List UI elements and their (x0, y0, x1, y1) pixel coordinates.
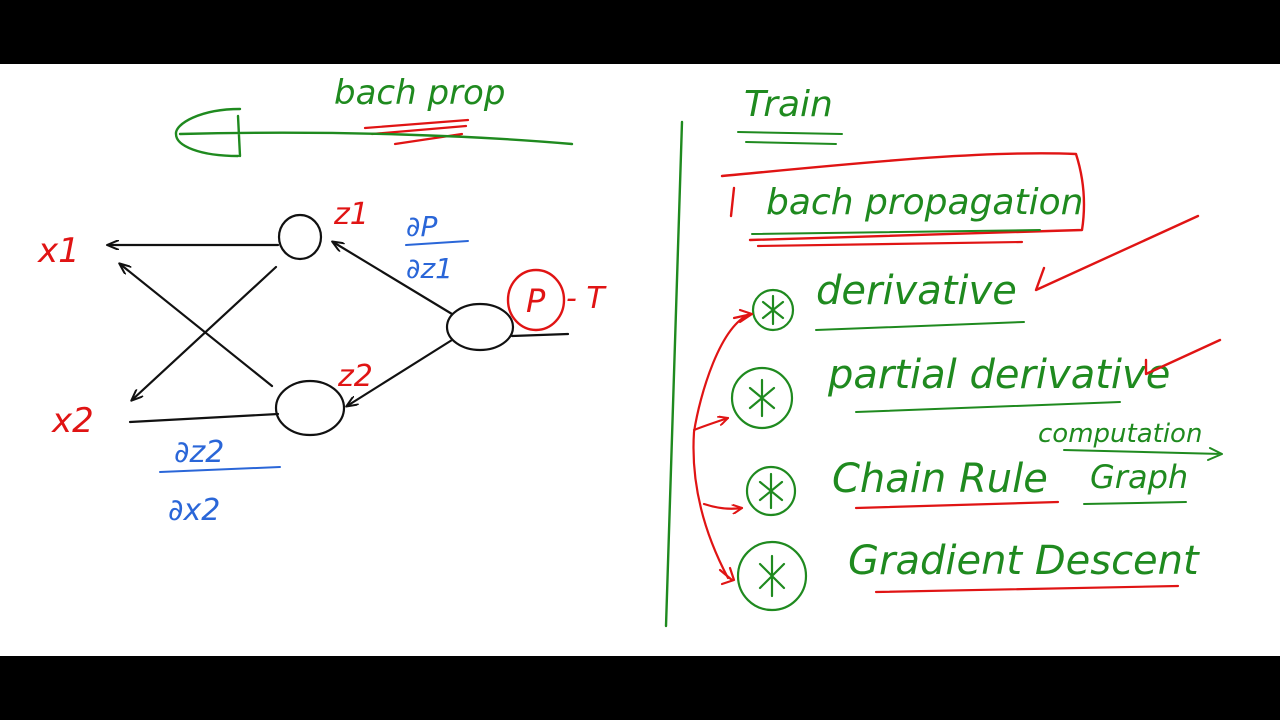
backpropagation-underline (751, 229, 1041, 235)
node-z1 (277, 213, 323, 261)
bullet-star-marks (748, 294, 786, 598)
note-computation: computation (1038, 419, 1202, 449)
backpropagation-text: bach propagation (766, 182, 1083, 223)
note-computation-arrow (1063, 447, 1223, 461)
edge-out-tail (510, 332, 570, 338)
red-bracket-arrow-2 (692, 418, 730, 432)
list-item-derivative-underline (815, 321, 1025, 331)
edge-out-z1 (333, 242, 454, 316)
deriv-bottom-denominator: ∂x2 (168, 493, 220, 528)
list-item-gradient-descent: Gradient Descent (848, 538, 1200, 584)
board-divider (664, 120, 684, 628)
check-mark-derivative (1034, 214, 1200, 292)
deriv-top-denominator: ∂z1 (406, 252, 453, 285)
node-z2 (274, 379, 346, 437)
list-item-partial-derivative: partial derivative (827, 352, 1170, 398)
deriv-top-fraction-bar (405, 240, 469, 246)
bullet-star-icon-4 (736, 540, 808, 612)
bullet-star-icon-3 (745, 465, 797, 517)
bullet-star-icon-1 (751, 288, 795, 332)
edge-z2-x2 (128, 412, 280, 424)
backpropagation-red-tick (729, 186, 736, 218)
deriv-top-numerator: ∂P (406, 210, 437, 243)
edge-z1-x2 (132, 265, 278, 400)
output-p-label: P (526, 282, 546, 320)
list-item-chain-rule: Chain Rule (832, 456, 1048, 502)
red-bracket-arrow-4 (718, 566, 736, 586)
edge-z2-x1 (120, 264, 274, 388)
red-bracket-arrow-1 (732, 308, 754, 324)
edge-out-z2 (347, 338, 454, 406)
backpropagation-red-underline (756, 240, 1024, 248)
list-item-derivative: derivative (816, 268, 1017, 314)
input-x1-label: x1 (37, 231, 80, 271)
bullet-star-icon-2 (730, 366, 794, 430)
check-mark-partial (1144, 338, 1222, 376)
backpropagation-red-box (720, 152, 1086, 242)
list-item-chain-rule-red-underline (854, 500, 1060, 510)
whiteboard: bach prop x1 x2 z1 z2 P - T ∂P ∂z1 ∂z2 ∂… (0, 64, 1280, 656)
output-highlight-circle (506, 268, 566, 332)
backprop-direction-arrow (174, 107, 574, 158)
hidden-z2-label: z2 (337, 359, 373, 394)
note-graph: Graph (1090, 458, 1188, 496)
output-minus-t-label: - T (566, 281, 607, 316)
red-bracket-curve (692, 312, 752, 580)
backprop-title: bach prop (334, 73, 505, 113)
train-underline (737, 131, 843, 145)
train-heading: Train (744, 84, 833, 125)
hidden-z1-label: z1 (333, 197, 369, 232)
node-output (445, 302, 515, 352)
backprop-title-red-strikes (363, 118, 470, 146)
note-graph-underline (1083, 501, 1187, 505)
input-x2-label: x2 (51, 401, 94, 441)
red-bracket-arrow-3 (702, 502, 744, 509)
whiteboard-ink: bach prop x1 x2 z1 z2 P - T ∂P ∂z1 ∂z2 ∂… (37, 73, 1223, 628)
deriv-bottom-numerator: ∂z2 (174, 435, 224, 470)
list-item-gradient-red-underline (874, 584, 1180, 594)
list-item-partial-underline (855, 401, 1121, 413)
deriv-bottom-fraction-bar (159, 466, 281, 473)
